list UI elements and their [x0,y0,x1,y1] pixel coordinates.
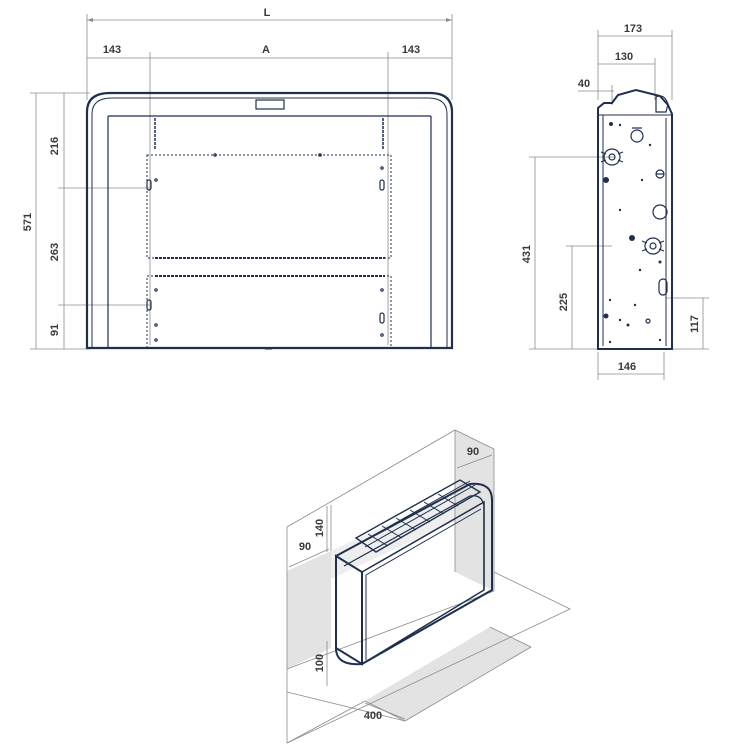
dim-40: 40 [578,78,590,90]
dim-143-left: 143 [103,44,121,56]
dim-clear-front-400: 400 [364,710,382,722]
dim-263: 263 [49,243,61,261]
left-clearance-zone [287,551,331,669]
unit-isometric [335,479,493,666]
side-view: 173 130 40 431 225 117 146 [521,23,709,380]
dim-173: 173 [624,23,642,35]
front-clearance-zone [365,627,531,721]
dim-146: 146 [618,361,636,373]
dim-L: L [264,7,271,19]
dim-216: 216 [49,137,61,155]
clearance-view: 90 140 90 100 400 [286,429,571,744]
dim-clear-right-90: 90 [467,446,479,458]
dim-clear-left-90: 90 [299,541,311,553]
dim-117: 117 [689,315,701,333]
front-view: L 143 A 143 571 216 263 91 [22,7,454,350]
top-clearance-zone [331,493,455,579]
dim-clear-top-140: 140 [314,519,326,537]
dim-143-right: 143 [402,44,420,56]
dim-91: 91 [49,324,61,336]
dim-130: 130 [615,51,633,63]
dim-571: 571 [22,213,34,231]
dim-225: 225 [558,293,570,311]
dim-431: 431 [521,245,533,263]
dim-clear-bottom-100: 100 [314,654,326,672]
dim-A: A [262,44,270,56]
